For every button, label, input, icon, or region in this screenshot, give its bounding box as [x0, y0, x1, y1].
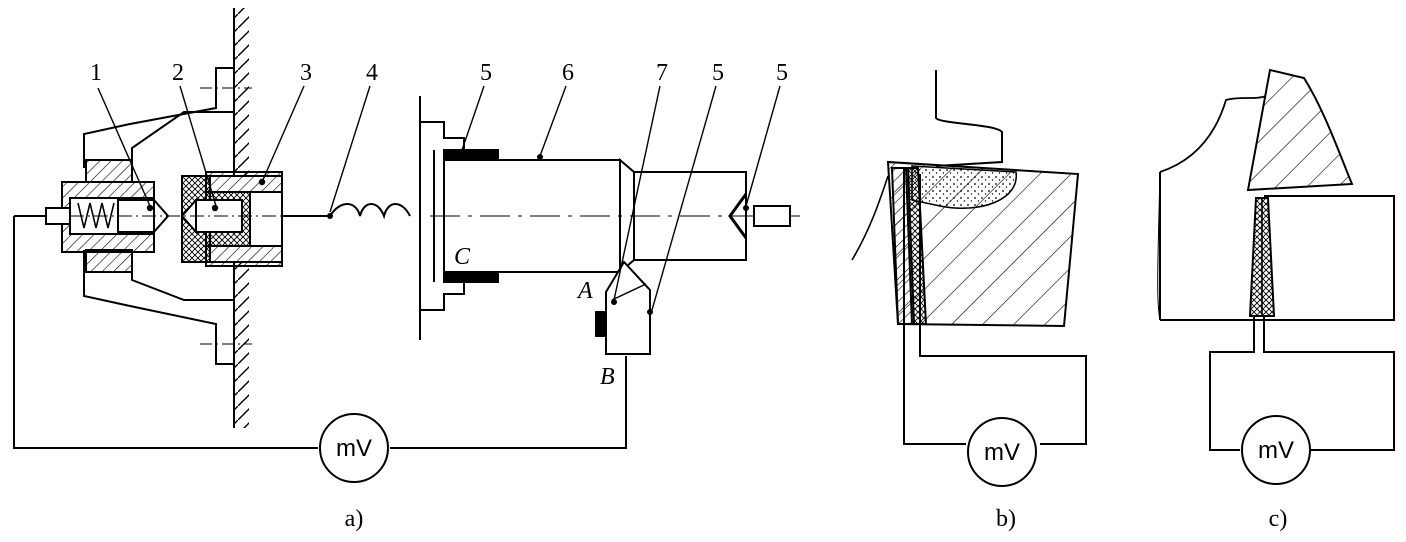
circuit-b-left — [903, 168, 966, 445]
label-part-2: 2 — [172, 60, 184, 86]
millivoltmeter-a — [319, 413, 389, 483]
circuit-c-right — [1263, 316, 1395, 451]
diagram-b — [851, 70, 1087, 487]
label-point-a: A — [576, 278, 593, 304]
label-part-5a: 5 — [480, 60, 492, 86]
diagram-a — [13, 8, 800, 483]
tool-c — [1246, 68, 1354, 192]
circuit-a — [13, 216, 627, 483]
label-part-3: 3 — [300, 60, 312, 86]
caption-a: a) — [345, 506, 364, 532]
tool-chip-b — [935, 70, 1003, 167]
caption-b: b) — [996, 506, 1016, 532]
part-4-wire — [14, 203, 411, 220]
leader-lines-a — [97, 85, 781, 311]
millivoltmeter-c — [1241, 415, 1311, 485]
label-part-7: 7 — [656, 60, 668, 86]
part-7-cutting-tool — [595, 260, 653, 355]
label-point-c: C — [454, 244, 471, 270]
millivoltmeter-b — [967, 417, 1037, 487]
chuck-workpiece — [419, 96, 800, 340]
meter-a-label: mV — [336, 435, 372, 462]
part-2-3-bush — [180, 171, 283, 267]
label-part-1: 1 — [90, 60, 102, 86]
circuit-b-right — [919, 174, 1087, 445]
label-point-b: B — [600, 364, 615, 390]
circuit-c-left — [1209, 316, 1255, 451]
meter-b-label: mV — [984, 439, 1020, 466]
label-part-6: 6 — [562, 60, 574, 86]
label-part-5c: 5 — [776, 60, 788, 86]
heat-zone-b — [911, 165, 1017, 209]
part-1-plunger — [61, 181, 170, 253]
caption-c: c) — [1269, 506, 1288, 532]
diagram-c — [1157, 68, 1395, 485]
meter-c-label: mV — [1258, 437, 1294, 464]
label-part-5b: 5 — [712, 60, 724, 86]
label-part-4: 4 — [366, 60, 378, 86]
insulated-wire-b1 — [890, 167, 914, 325]
insulated-wire-b2 — [906, 167, 928, 325]
